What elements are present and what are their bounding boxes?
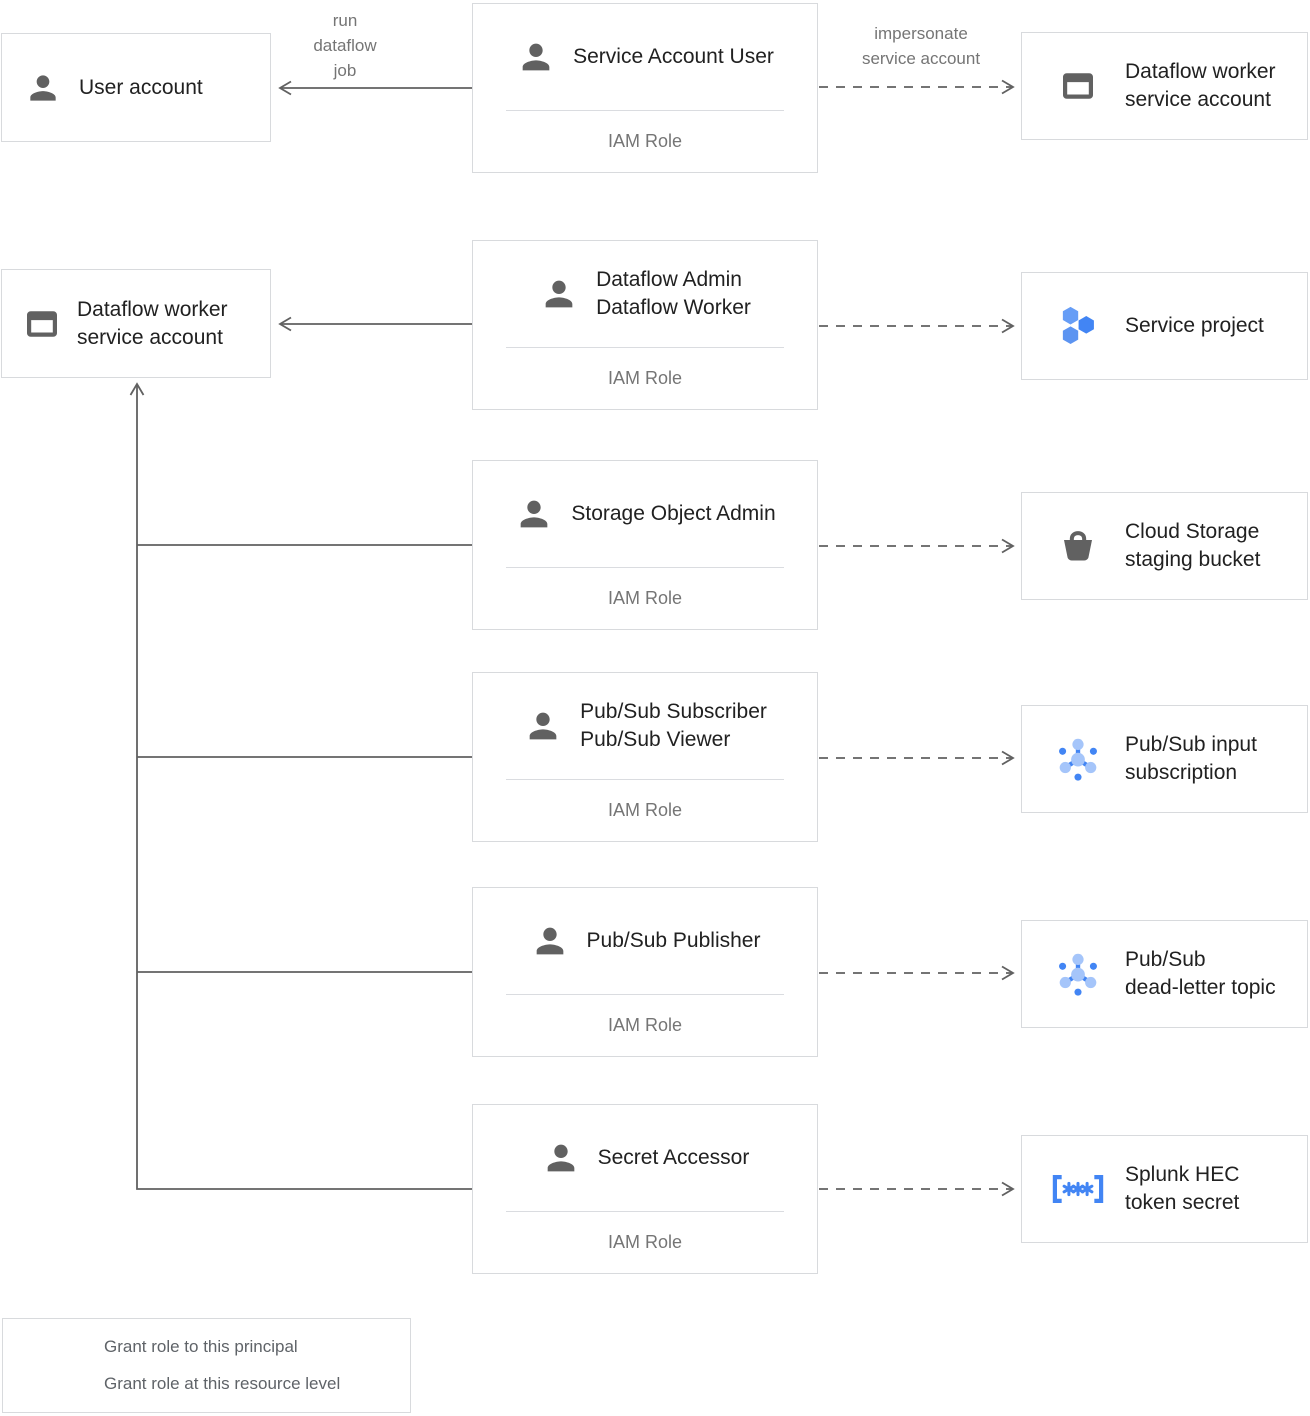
role-box-pubsub-publisher: Pub/Sub Publisher IAM Role xyxy=(472,887,818,1057)
divider xyxy=(506,994,784,995)
node-splunk-hec-token-secret: Splunk HEC token secret xyxy=(1021,1135,1308,1243)
legend-row-dashed: Grant role at this resource level xyxy=(3,1374,410,1394)
node-dataflow-worker-sa: Dataflow worker service account xyxy=(1,269,271,378)
node-label: Splunk HEC token secret xyxy=(1125,1163,1240,1214)
pubsub-icon xyxy=(1059,738,1097,781)
node-cloud-storage-bucket: Cloud Storage staging bucket xyxy=(1021,492,1308,600)
role-box-secret-accessor: Secret Accessor IAM Role xyxy=(472,1104,818,1274)
role-title: Pub/Sub Publisher xyxy=(586,929,761,952)
node-label: Cloud Storage staging bucket xyxy=(1125,520,1261,571)
person-icon xyxy=(521,500,548,528)
role-title: Pub/Sub Subscriber Pub/Sub Viewer xyxy=(580,700,767,751)
node-pubsub-input-subscription: Pub/Sub input subscription xyxy=(1021,705,1308,813)
divider xyxy=(506,779,784,780)
edge-label-run-dataflow-job: run dataflow job xyxy=(313,11,377,80)
person-icon xyxy=(547,1144,574,1172)
node-label: User account xyxy=(79,75,203,99)
role-box-service-account-user: Service Account User IAM Role xyxy=(472,3,818,173)
trunk-to-dataflow-worker-sa xyxy=(129,382,472,1190)
iam-role-label: IAM Role xyxy=(607,800,683,820)
iam-role-label: IAM Role xyxy=(607,131,683,151)
project-icon xyxy=(1062,306,1094,345)
role-title: Service Account User xyxy=(573,45,774,68)
node-label: Pub/Sub input subscription xyxy=(1125,733,1257,784)
edge-label-impersonate: impersonate service account xyxy=(861,24,981,68)
role-title: Storage Object Admin xyxy=(571,502,776,525)
iam-role-label: IAM Role xyxy=(607,1015,683,1035)
divider xyxy=(506,567,784,568)
node-user-account: User account xyxy=(1,33,271,142)
iam-role-label: IAM Role xyxy=(607,588,683,608)
secret-icon xyxy=(1052,1175,1104,1203)
person-icon xyxy=(522,43,550,71)
divider xyxy=(506,1211,784,1212)
node-service-project: Service project xyxy=(1021,272,1308,380)
role-title: Dataflow Admin Dataflow Worker xyxy=(596,268,751,319)
person-icon xyxy=(529,712,557,740)
iam-role-label: IAM Role xyxy=(607,368,683,388)
person-icon xyxy=(545,280,573,308)
divider xyxy=(506,347,784,348)
node-dataflow-worker-sa-resource: Dataflow worker service account xyxy=(1021,32,1308,140)
legend: Grant role to this principal Grant role … xyxy=(2,1318,411,1413)
node-label: Dataflow worker service account xyxy=(77,297,228,349)
divider xyxy=(506,110,784,111)
role-box-pubsub-subscriber-viewer: Pub/Sub Subscriber Pub/Sub Viewer IAM Ro… xyxy=(472,672,818,842)
iam-role-label: IAM Role xyxy=(607,1232,683,1252)
person-icon xyxy=(30,74,56,101)
role-title: Secret Accessor xyxy=(597,1146,750,1169)
node-label: Pub/Sub dead-letter topic xyxy=(1125,948,1276,999)
node-label: Service project xyxy=(1125,314,1264,337)
service-account-icon xyxy=(1063,73,1093,99)
service-account-icon xyxy=(27,310,57,337)
person-icon xyxy=(536,927,563,955)
legend-row-solid: Grant role to this principal xyxy=(3,1337,410,1357)
bucket-icon xyxy=(1064,531,1092,561)
role-box-storage-object-admin: Storage Object Admin IAM Role xyxy=(472,460,818,630)
legend-label: Grant role at this resource level xyxy=(104,1373,341,1393)
role-box-dataflow-admin-worker: Dataflow Admin Dataflow Worker IAM Role xyxy=(472,240,818,410)
legend-label: Grant role to this principal xyxy=(104,1337,298,1357)
node-label: Dataflow worker service account xyxy=(1125,60,1276,111)
node-pubsub-dead-letter-topic: Pub/Sub dead-letter topic xyxy=(1021,920,1308,1028)
pubsub-icon xyxy=(1059,953,1097,996)
